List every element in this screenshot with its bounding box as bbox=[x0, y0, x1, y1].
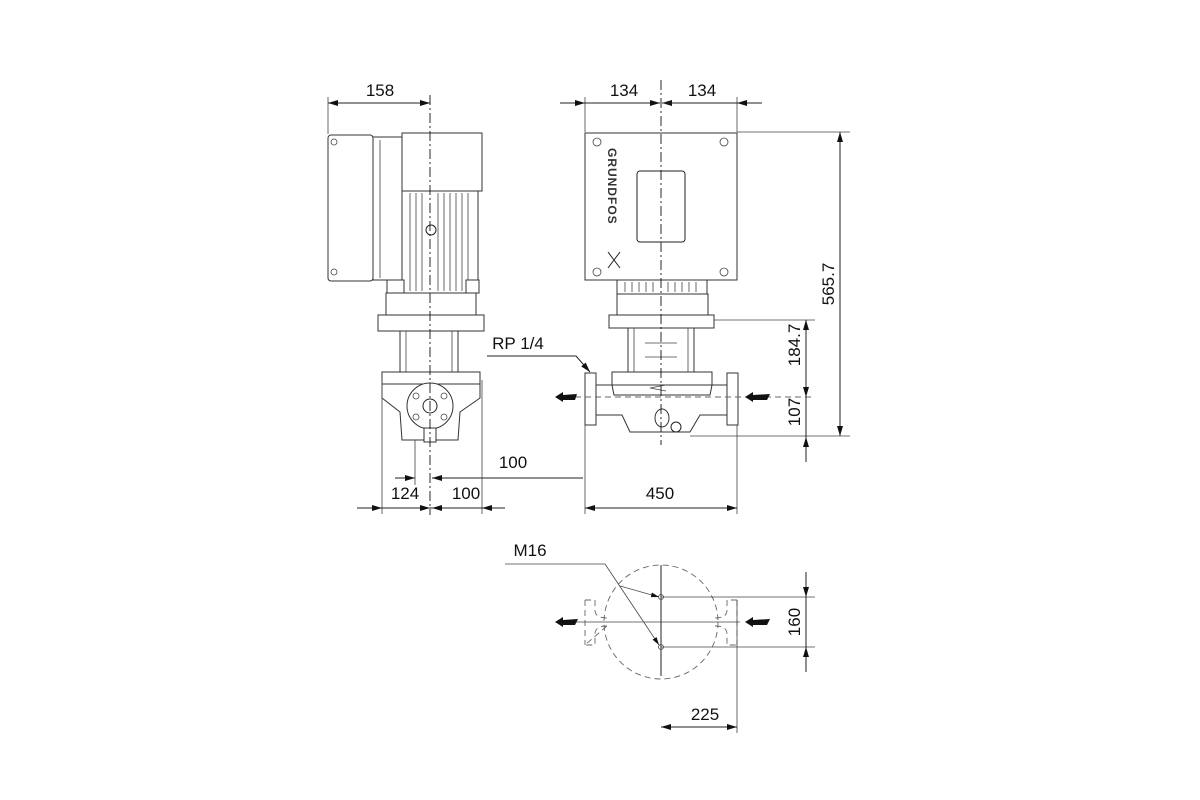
front-view: GRUNDFOS 134 134 bbox=[487, 80, 850, 514]
m16-bolt-label: M16 bbox=[513, 541, 546, 560]
dim-107: 107 bbox=[785, 398, 804, 426]
grundfos-logo: GRUNDFOS bbox=[605, 148, 619, 225]
pump-housing-front bbox=[584, 371, 739, 433]
dim-158: 158 bbox=[366, 81, 394, 100]
front-dimensions: 134 134 565.7 184.7 107 450 RP 1/4 bbox=[487, 81, 850, 514]
motor-stool bbox=[377, 314, 485, 373]
foundation-view: M16 160 225 bbox=[505, 541, 815, 733]
rp-port-leader bbox=[487, 355, 591, 373]
dim-565-7: 565.7 bbox=[819, 263, 838, 306]
dim-100-base: 100 bbox=[452, 484, 480, 503]
flow-in-arrow-icon bbox=[745, 617, 770, 627]
flow-out-arrow-icon bbox=[555, 617, 578, 627]
flow-arrows bbox=[555, 392, 770, 402]
grundfos-x-icon bbox=[607, 251, 621, 269]
dim-160: 160 bbox=[785, 608, 804, 636]
dim-134-left: 134 bbox=[610, 81, 638, 100]
dim-100-offset: 100 bbox=[499, 453, 527, 472]
dim-124: 124 bbox=[391, 484, 419, 503]
flow-in-arrow-icon bbox=[745, 392, 770, 402]
rp-port-label: RP 1/4 bbox=[492, 334, 544, 353]
dim-184-7: 184.7 bbox=[785, 324, 804, 367]
side-view: 158 124 100 100 bbox=[327, 81, 583, 515]
pump-housing bbox=[381, 371, 481, 443]
control-box bbox=[327, 134, 403, 282]
dim-450: 450 bbox=[646, 484, 674, 503]
flow-out-arrow-icon bbox=[555, 392, 577, 402]
motor-front bbox=[608, 279, 715, 373]
dim-134-right: 134 bbox=[688, 81, 716, 100]
side-dimensions: 158 124 100 100 bbox=[327, 81, 583, 514]
motor bbox=[385, 132, 483, 316]
dim-225: 225 bbox=[691, 705, 719, 724]
